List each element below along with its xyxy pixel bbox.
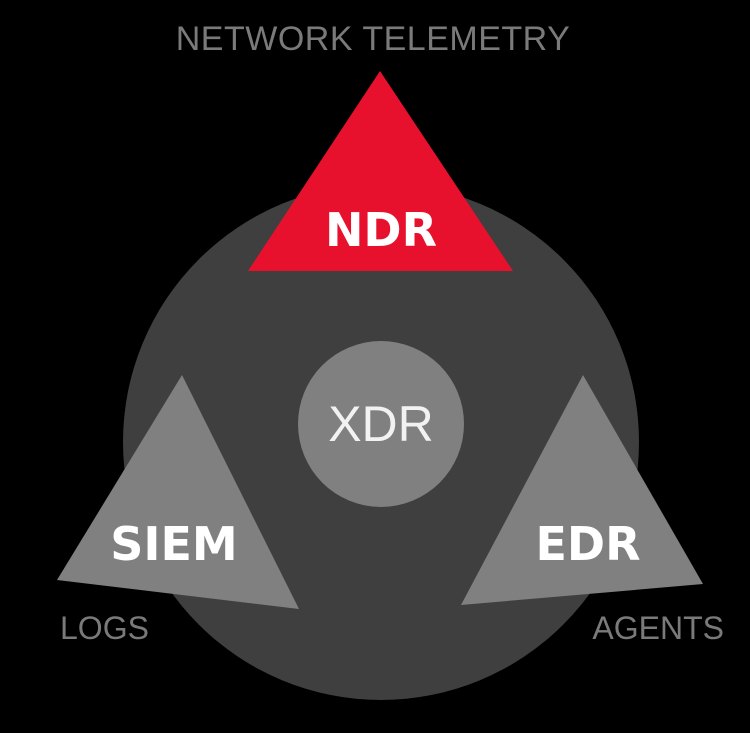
siem-label: SIEM <box>110 517 237 571</box>
ndr-triangle <box>248 71 513 271</box>
siem-triangle <box>57 375 299 609</box>
edr-triangle <box>461 375 703 605</box>
agents-caption: AGENTS <box>592 610 724 646</box>
xdr-label: XDR <box>328 396 434 452</box>
edr-label: EDR <box>535 517 640 571</box>
logs-caption: LOGS <box>60 610 149 646</box>
xdr-core-circle <box>298 341 464 507</box>
ndr-label: NDR <box>325 203 437 257</box>
network-telemetry-caption: NETWORK TELEMETRY <box>176 20 571 58</box>
